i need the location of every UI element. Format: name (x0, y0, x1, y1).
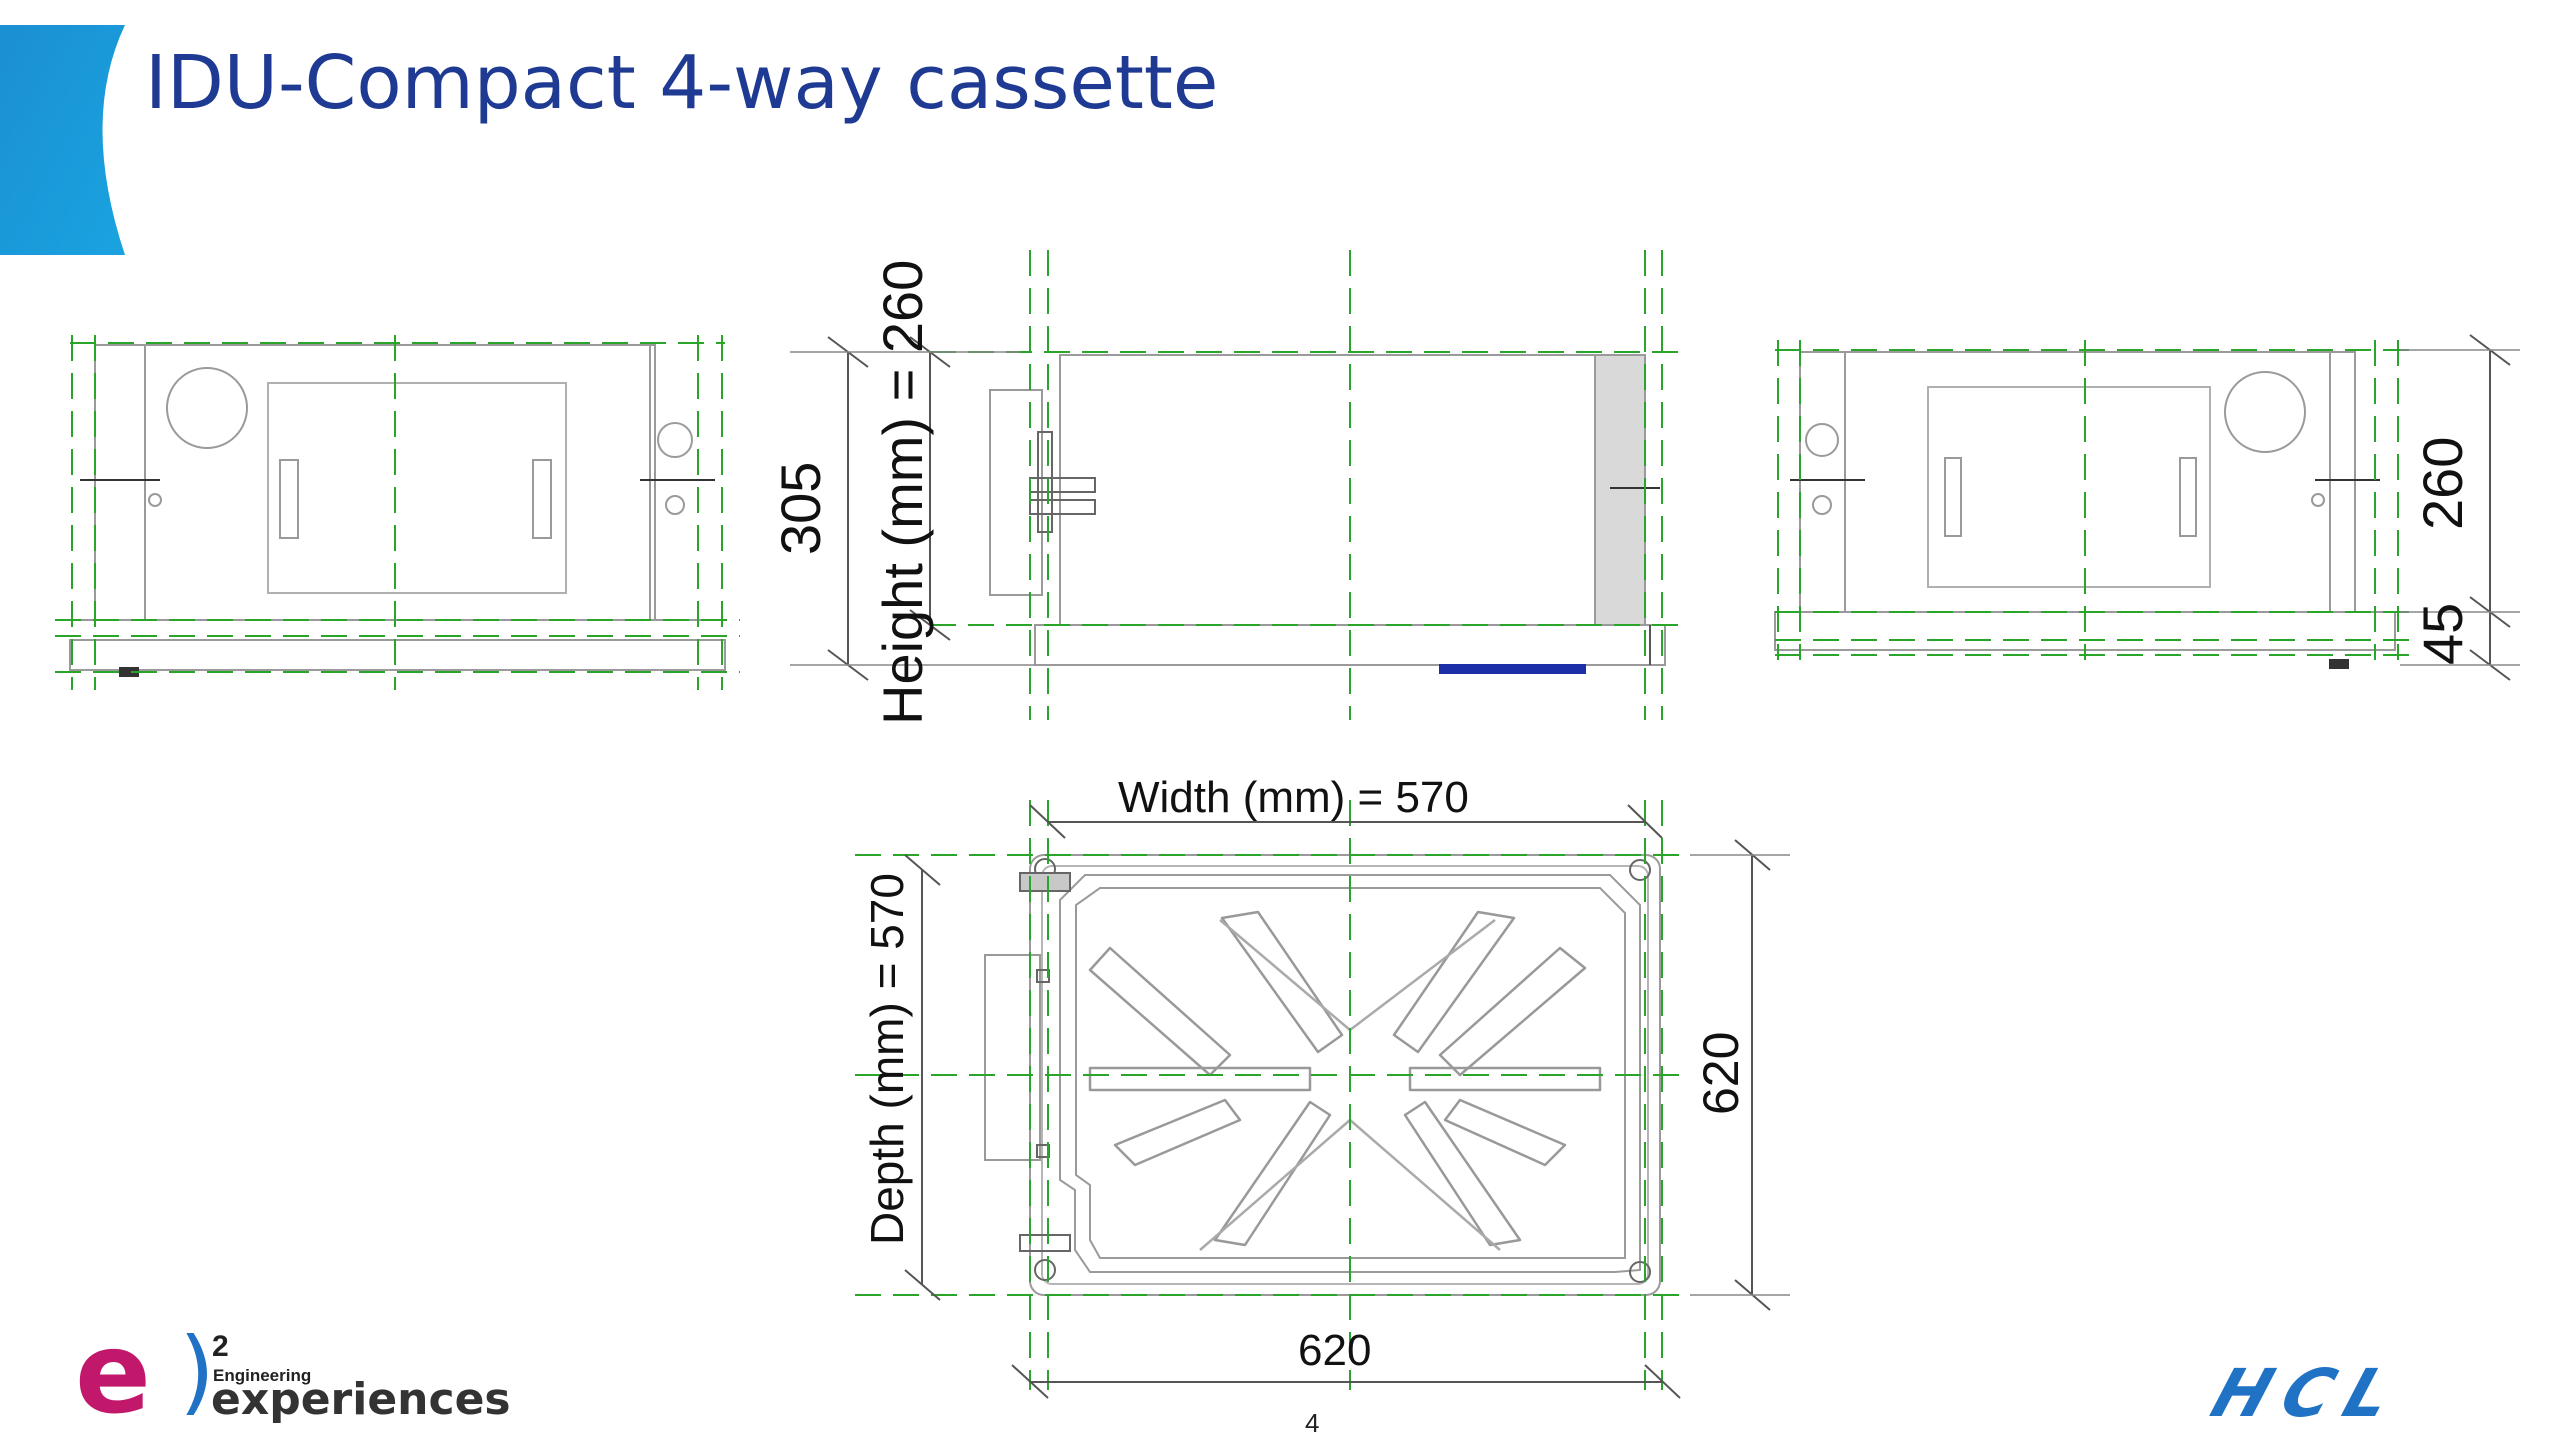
e2-logo-bracket: ) (179, 1318, 215, 1425)
panel-depth-label: 620 (1693, 1032, 1749, 1115)
height-label: Height (mm) = 260 (871, 260, 934, 725)
e2-logo: e ) 2 Engineering experiences (75, 1318, 535, 1430)
e2-logo-engineering: Engineering (213, 1366, 312, 1385)
total-height-label: 305 (769, 462, 832, 555)
title-accent-shape (0, 25, 125, 255)
e2-logo-superscript: 2 (212, 1330, 229, 1363)
right-panel-label: 45 (2411, 603, 2474, 665)
slide-title: IDU-Compact 4-way cassette (145, 40, 1219, 126)
depth-label: Depth (mm) = 570 (861, 873, 913, 1245)
front-view (790, 250, 1680, 720)
right-height-label: 260 (2411, 437, 2474, 530)
right-side-view (1774, 334, 2520, 681)
panel-width-label: 620 (1298, 1326, 1371, 1375)
left-side-view (55, 335, 740, 690)
plan-view (855, 800, 1790, 1399)
e2-logo-experiences: experiences (211, 1374, 511, 1425)
e2-logo-letter: e (75, 1309, 151, 1439)
width-label: Width (mm) = 570 (1118, 773, 1469, 822)
hcl-logo: HCL (2202, 1355, 2416, 1432)
page-number: 4 (1305, 1408, 1320, 1438)
